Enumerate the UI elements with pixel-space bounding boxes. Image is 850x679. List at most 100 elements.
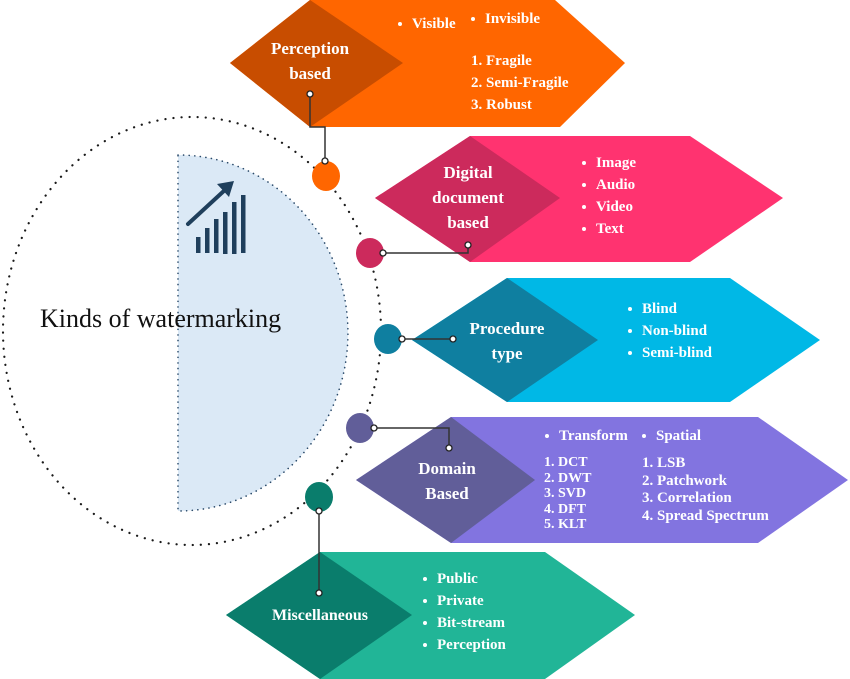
connector-ring [379, 249, 387, 257]
procedure-title-line: type [491, 344, 523, 363]
digital-rhombus [375, 136, 560, 262]
digital-title: Digital document based [418, 160, 518, 235]
digital-title-line: based [447, 213, 489, 232]
domain-bullet-spatial: Spatial [642, 425, 701, 447]
icon-arrow-shaft [186, 187, 228, 226]
list-item: Video [582, 196, 636, 218]
category-domain [356, 417, 848, 543]
connector-rings [306, 90, 472, 597]
list-item: 3. SVD [544, 486, 587, 501]
perception-rhombus [230, 0, 403, 127]
connector-ring [449, 335, 457, 343]
list-item: Image [582, 152, 636, 174]
connectors [309, 94, 469, 593]
list-item: 1. LSB [642, 455, 686, 471]
category-perception [230, 0, 625, 127]
bullet-dot [582, 182, 586, 187]
misc-title-line: Miscellaneous [272, 607, 368, 624]
digital-title-line: Digital [443, 163, 493, 182]
digital-node [356, 238, 384, 268]
connector-ring [370, 424, 378, 432]
icon-bar [232, 202, 237, 254]
list-item: 1. Fragile [471, 53, 532, 69]
bullet-dot [628, 306, 632, 311]
domain-spatial-list: 1. LSB 2. Patchwork 3. Correlation 4. Sp… [642, 455, 769, 525]
connector-ring [315, 589, 323, 597]
procedure-bullets: Blind Non-blind Semi-blind [628, 298, 712, 364]
category-misc [226, 552, 635, 679]
connector-ring [321, 157, 329, 165]
list-item: Perception [423, 634, 506, 656]
domain-title-line: Domain [418, 459, 476, 478]
connector-ring [445, 444, 453, 452]
list-item: 2. DWT [544, 470, 592, 486]
domain-node [346, 413, 374, 443]
icon-arrow-head [217, 181, 234, 197]
perception-bullet: Visible [398, 13, 456, 35]
digital-title-line: document [432, 188, 504, 207]
perception-connector [309, 94, 326, 161]
diagram-title: Kinds of watermarking [40, 304, 282, 333]
perception-numbered-list: 1. Fragile 2. Semi-Fragile 3. Robust [471, 50, 568, 116]
bullet-dot [628, 350, 632, 355]
misc-bullets: Public Private Bit-stream Perception [423, 568, 506, 656]
digital-bullets: Image Audio Video Text [582, 152, 636, 240]
perception-title-line: Perception [270, 39, 350, 58]
list-item: Audio [582, 174, 636, 196]
bullet-dot [423, 620, 427, 625]
misc-rhombus [226, 552, 412, 679]
icon-bar [241, 195, 246, 253]
bullet-dot [582, 160, 586, 165]
bullet-dot [642, 433, 646, 438]
perception-node [312, 161, 340, 191]
list-item: Text [582, 218, 636, 240]
icon-bar [196, 237, 201, 253]
list-item: 2. Patchwork [642, 472, 727, 489]
growth-chart-icon [186, 181, 246, 254]
domain-transform-list: 1. DCT 2. DWT 3. SVD 4. DFT 5. KLT [544, 455, 591, 533]
connector-ring [398, 335, 406, 343]
bullet-dot [582, 226, 586, 231]
list-item: 5. KLT [544, 517, 587, 532]
category-digital [375, 136, 783, 262]
connector-ring [306, 90, 314, 98]
bullet-dot [545, 433, 549, 438]
domain-title-line: Based [425, 484, 469, 503]
procedure-title: Procedure type [456, 316, 558, 366]
perception-bullet: Invisible [471, 8, 540, 30]
list-item: Private [423, 590, 506, 612]
bullet-dot [398, 21, 402, 26]
list-item: 4. DFT [544, 501, 586, 517]
list-item: Semi-blind [628, 342, 712, 364]
connector-ring [464, 241, 472, 249]
procedure-title-line: Procedure [469, 319, 545, 338]
list-item: 1. DCT [544, 455, 588, 470]
domain-bullet-transform: Transform [545, 425, 628, 447]
bullet-dot [471, 16, 475, 21]
list-item: Bit-stream [423, 612, 506, 634]
list-item: 2. Semi-Fragile [471, 75, 569, 91]
icon-bar [205, 228, 210, 253]
list-item: 3. Robust [471, 97, 532, 113]
category-procedure [412, 278, 820, 402]
bullet-dot [423, 598, 427, 603]
procedure-rhombus [412, 278, 598, 402]
center-half-disc [177, 154, 349, 512]
list-item: Blind [628, 298, 712, 320]
bullet-dot [423, 576, 427, 581]
domain-rhombus [356, 417, 535, 543]
list-item: Non-blind [628, 320, 712, 342]
perception-title: Perception based [258, 36, 362, 86]
misc-node [305, 482, 333, 512]
list-item: 4. Spread Spectrum [642, 507, 769, 524]
list-item: 3. Correlation [642, 490, 732, 506]
domain-connector [374, 427, 450, 448]
bullet-dot [628, 328, 632, 333]
icon-bar [214, 219, 219, 253]
bullet-dot [423, 642, 427, 647]
procedure-node [374, 324, 402, 354]
connector-ring [315, 507, 323, 515]
list-item: Public [423, 568, 506, 590]
bullet-dot [582, 204, 586, 209]
